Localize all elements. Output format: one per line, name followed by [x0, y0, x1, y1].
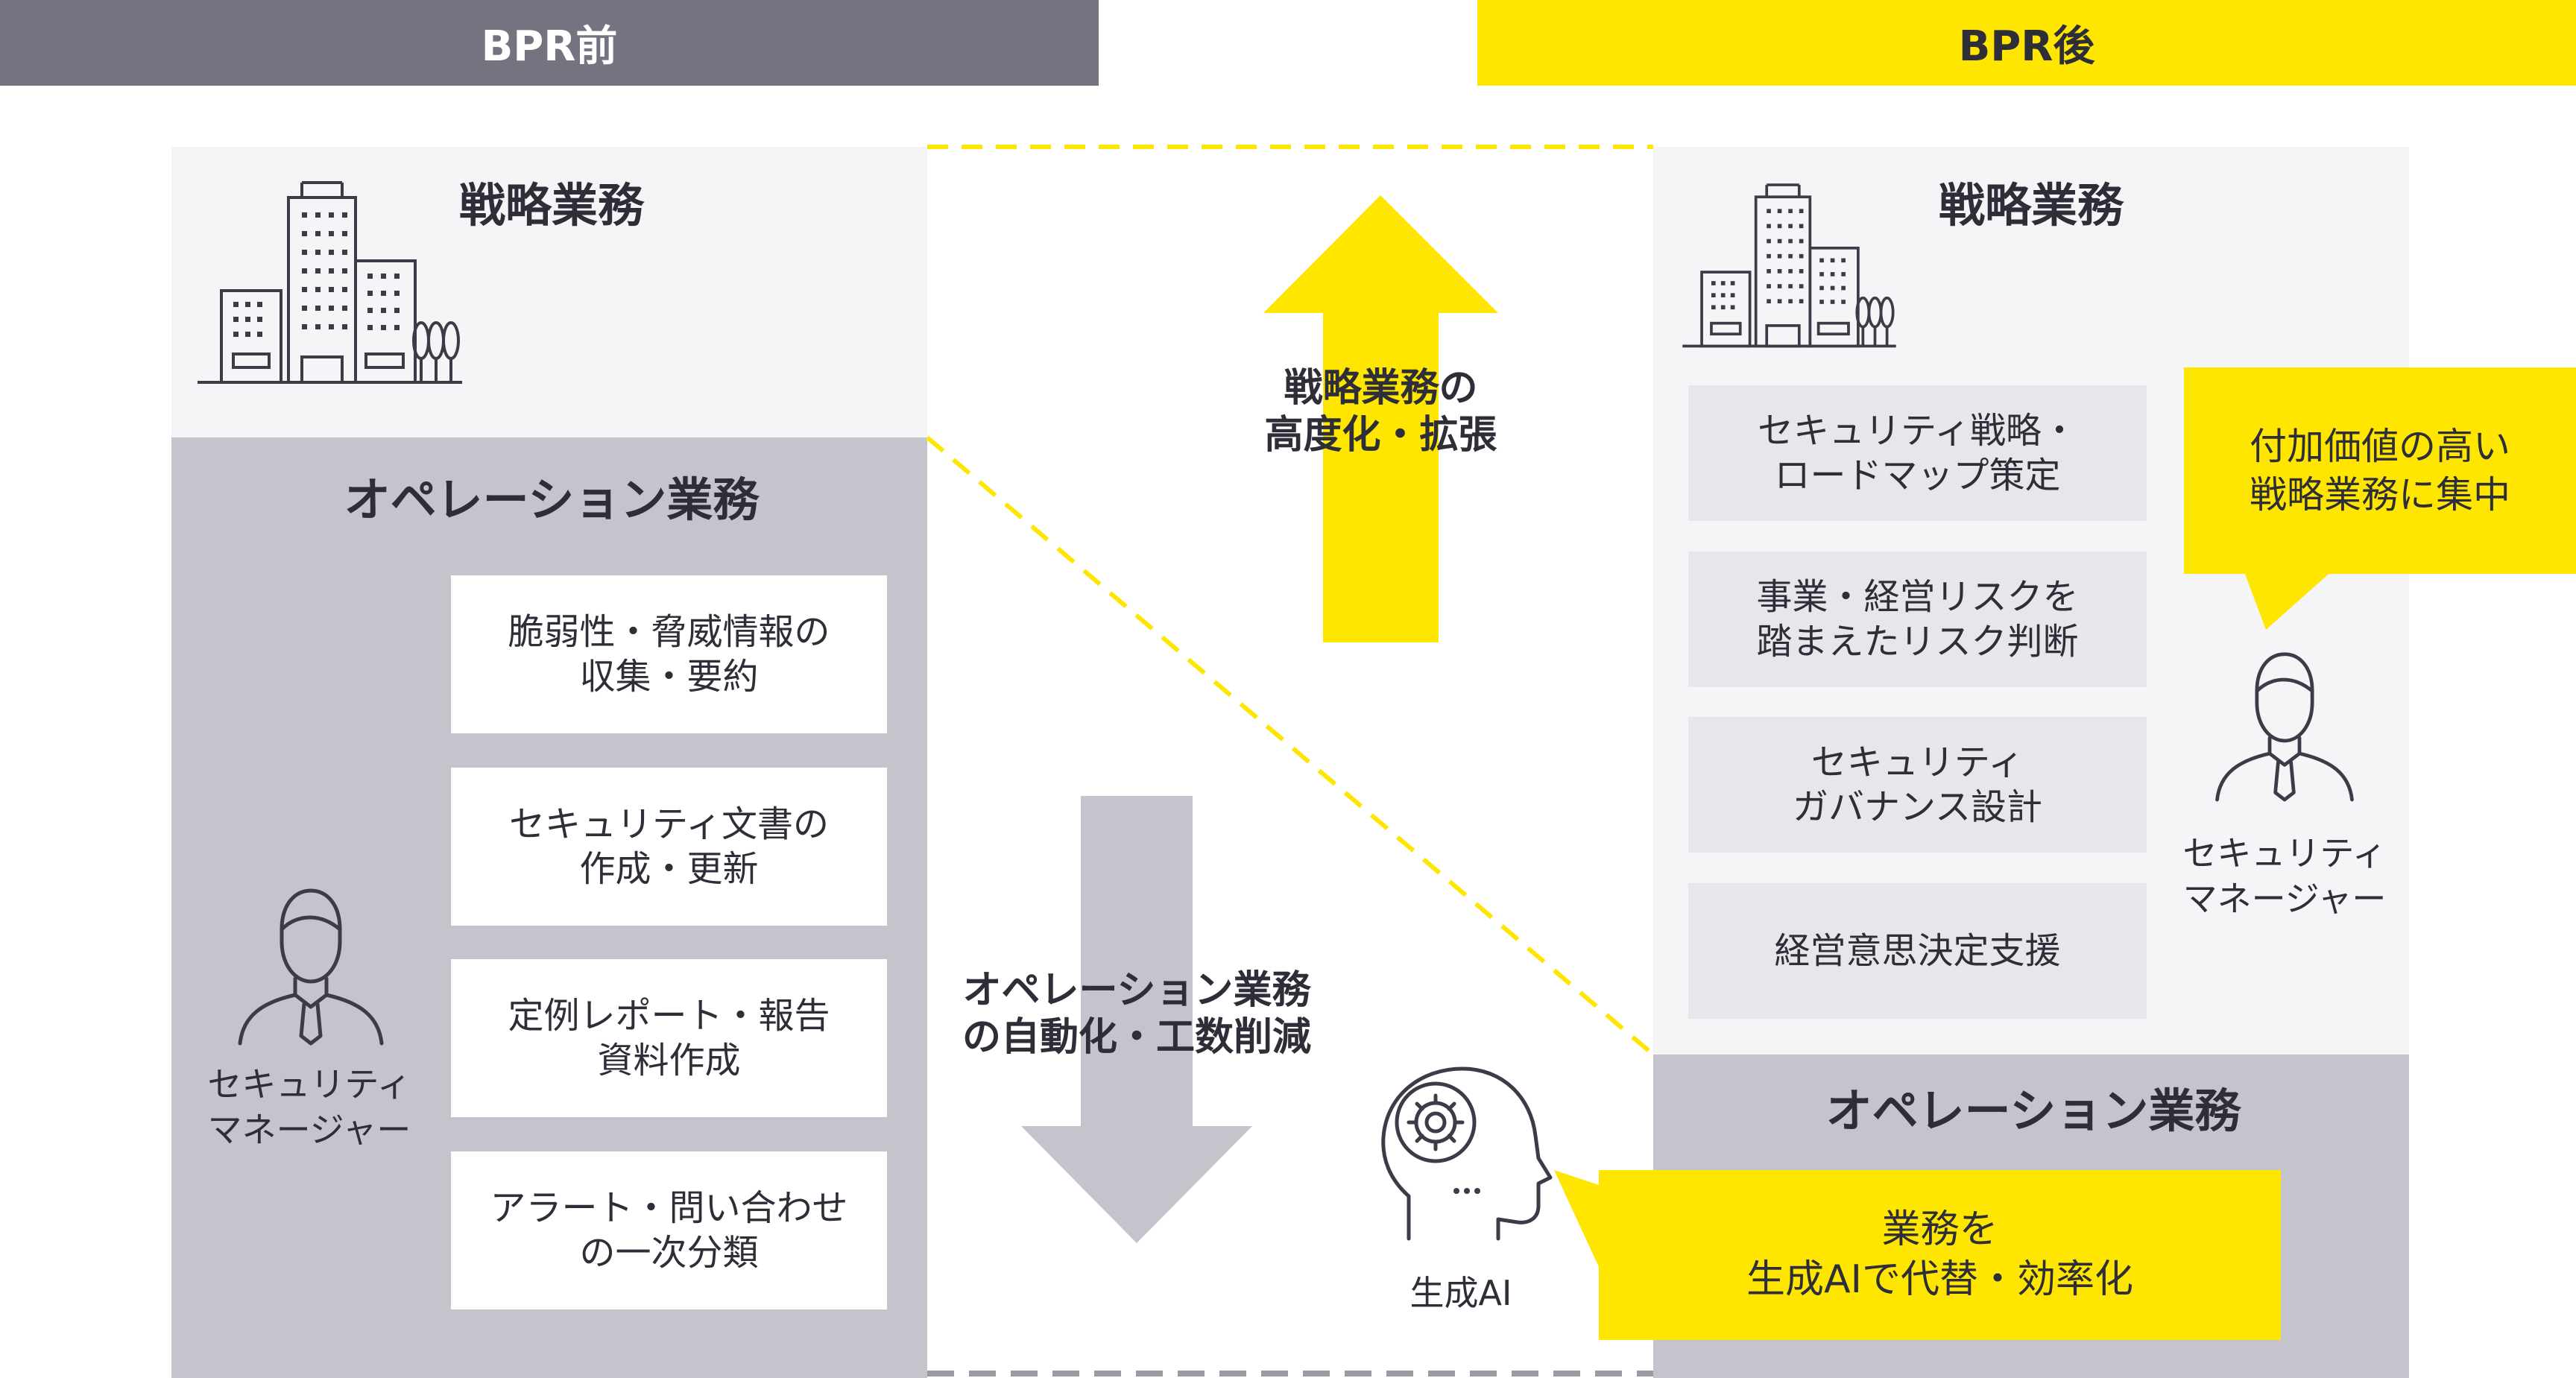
header-before-label: BPR前	[481, 22, 618, 71]
after-task-box: セキュリティ ガバナンス設計	[1688, 717, 2147, 853]
ai-replace-callout: 業務を 生成AIで代替・効率化	[1599, 1170, 2281, 1340]
after-operation-title: オペレーション業務	[1825, 1084, 2241, 1138]
building-icon	[198, 181, 462, 384]
down-arrow	[1021, 796, 1252, 1243]
before-task-box: 脆弱性・脅威情報の 収集・要約	[451, 575, 887, 733]
after-strategy-title: 戦略業務	[1938, 178, 2124, 233]
before-task-box: 定例レポート・報告 資料作成	[451, 959, 887, 1117]
header-after-label: BPR後	[1958, 22, 2095, 71]
building-icon	[1682, 183, 1896, 348]
strategy-focus-callout: 付加価値の高い 戦略業務に集中	[2184, 367, 2576, 574]
ai-callout-pointer	[1554, 1170, 1599, 1267]
header-bpr-after: BPR後	[1477, 0, 2576, 86]
up-arrow	[1263, 195, 1498, 642]
before-person-label: セキュリティ マネージャー	[207, 1064, 411, 1150]
person-icon	[238, 888, 384, 1046]
after-task-box: 事業・経営リスクを 踏まえたリスク判断	[1688, 551, 2147, 687]
before-strategy-panel	[171, 147, 927, 437]
callout-pointer	[2244, 570, 2333, 630]
after-person-label: セキュリティ マネージャー	[2182, 833, 2387, 919]
up-arrow-label: 戦略業務の 高度化・拡張	[1264, 366, 1497, 458]
header-bpr-before: BPR前	[0, 0, 1099, 86]
down-arrow-label: オペレーション業務 の自動化・工数削減	[962, 968, 1311, 1061]
person-icon	[2215, 652, 2354, 802]
before-task-box: アラート・問い合わせ の一次分類	[451, 1151, 887, 1309]
after-task-box: セキュリティ戦略・ ロードマップ策定	[1688, 385, 2147, 521]
before-operation-title: オペレーション業務	[344, 472, 760, 527]
ai-head-gear-icon	[1381, 1066, 1553, 1241]
before-strategy-title: 戦略業務	[458, 178, 644, 233]
before-task-box: セキュリティ文書の 作成・更新	[451, 768, 887, 926]
ai-label: 生成AI	[1409, 1273, 1512, 1313]
after-task-box: 経営意思決定支援	[1688, 883, 2147, 1019]
